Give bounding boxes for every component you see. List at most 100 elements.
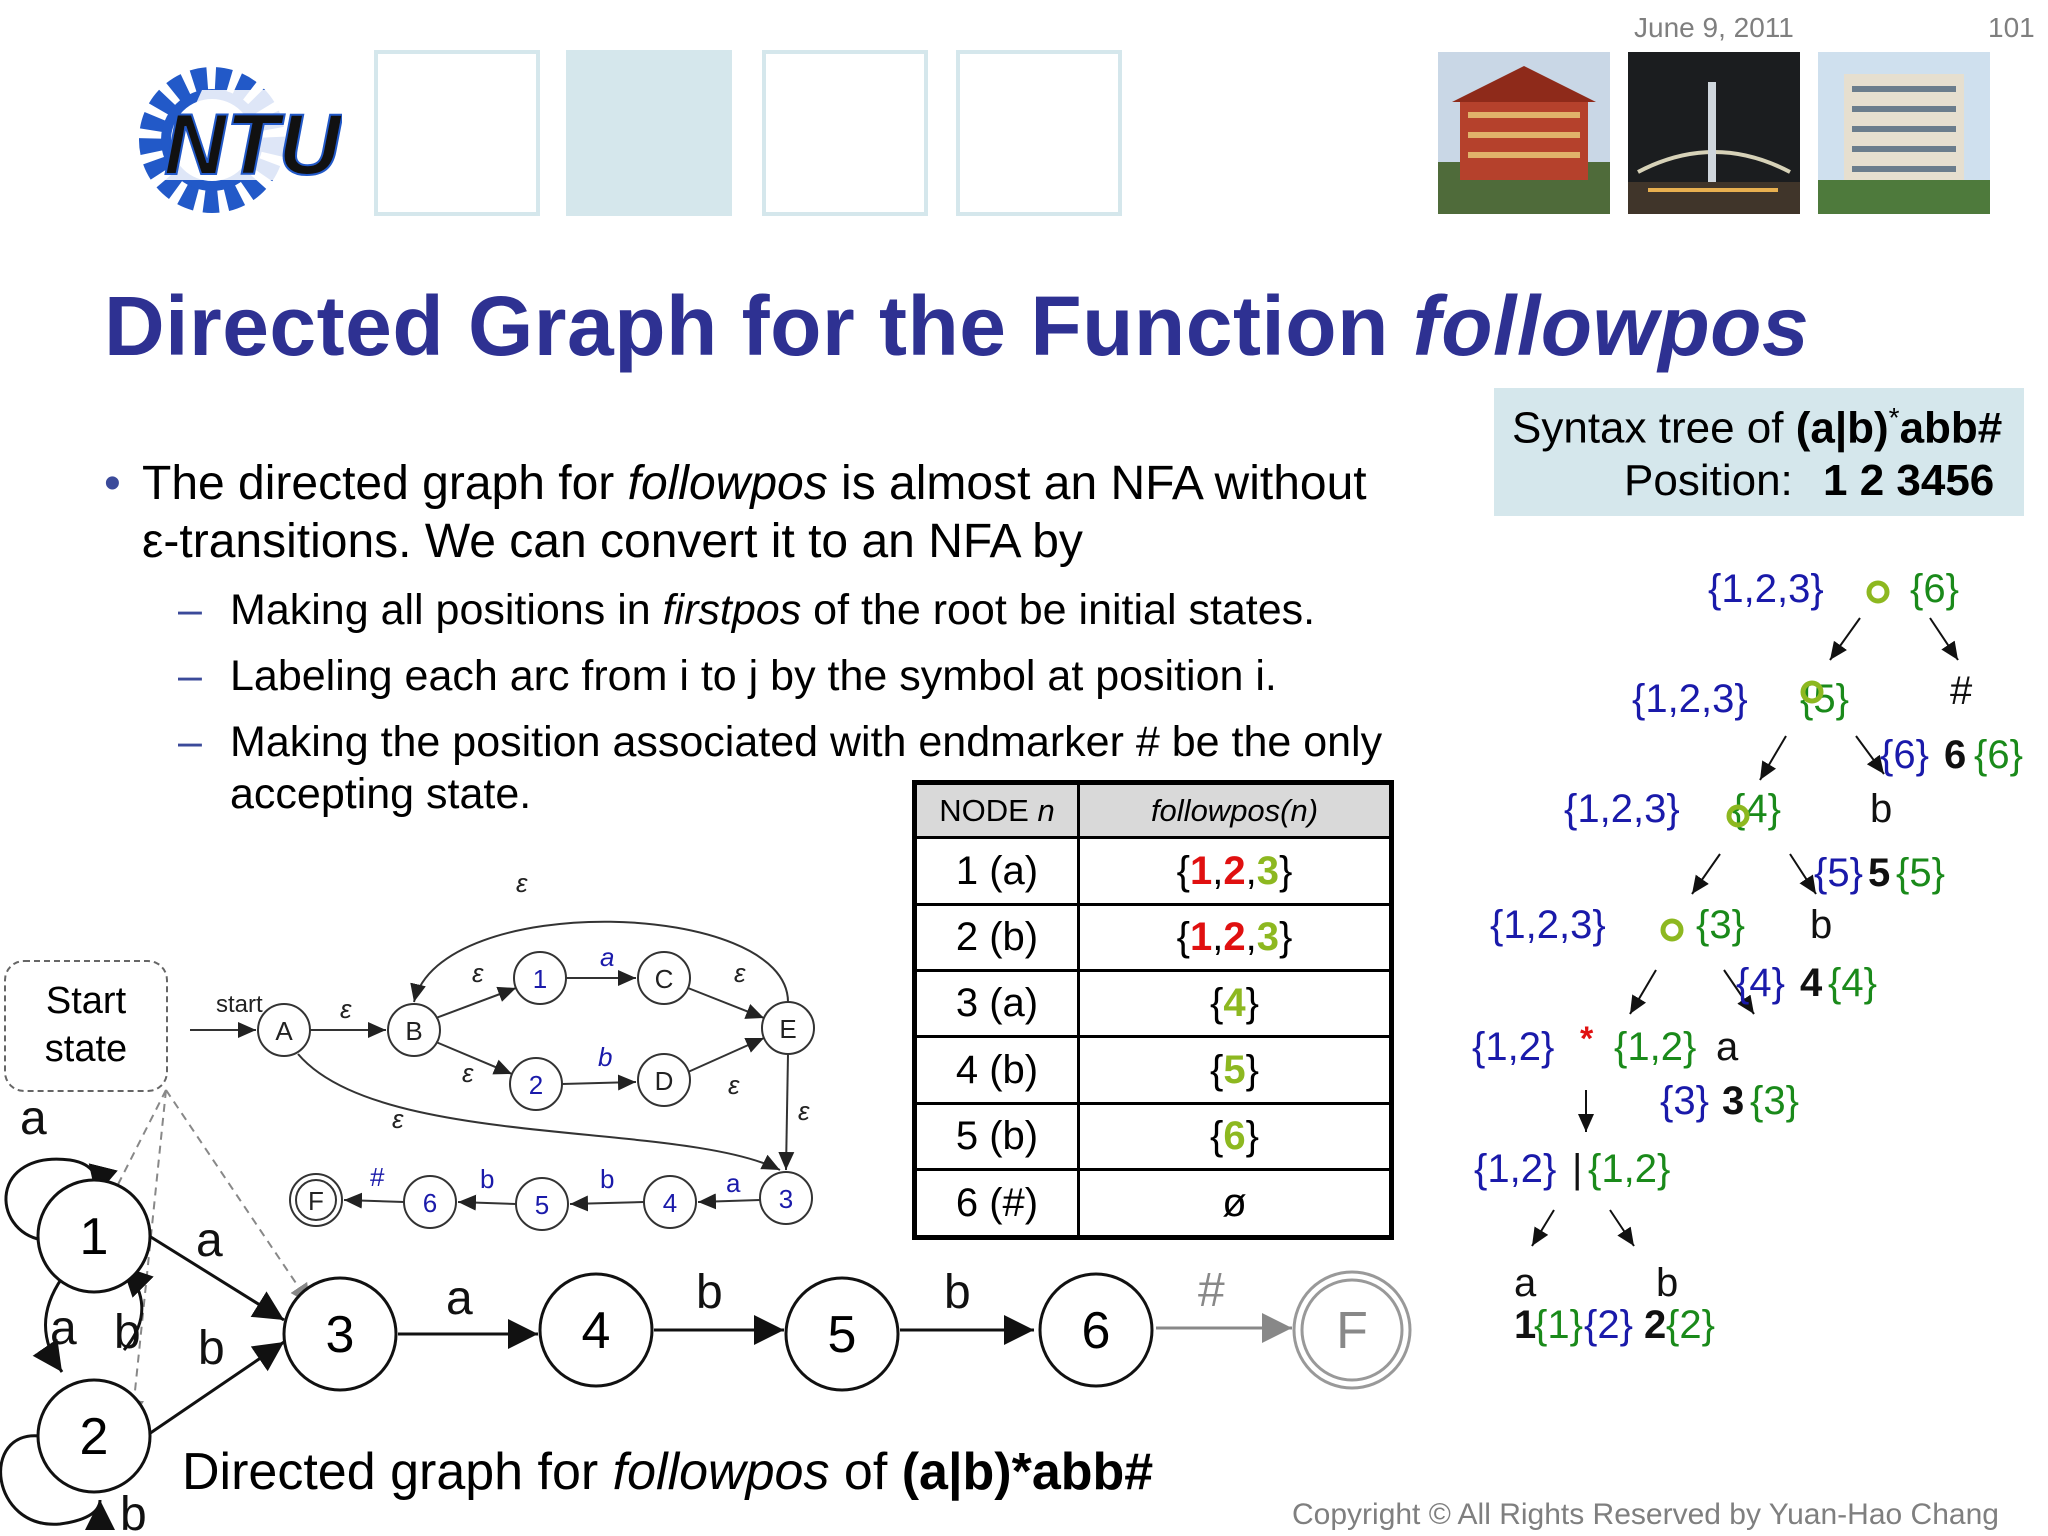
svg-text:b: b (114, 1306, 141, 1359)
svg-text:a: a (600, 942, 614, 972)
svg-text:{1,2}: {1,2} (1614, 1025, 1696, 1069)
svg-text:{3}: {3} (1750, 1079, 1799, 1123)
svg-text:{6}: {6} (1880, 733, 1929, 777)
svg-text:3: 3 (326, 1306, 355, 1364)
header-followpos: followpos(n) (1077, 780, 1393, 840)
nfa-state-B: B (387, 1003, 441, 1057)
svg-text:D: D (655, 1066, 674, 1096)
svg-text:#: # (1950, 669, 1973, 713)
svg-text:ε: ε (798, 1096, 810, 1126)
svg-text:{6}: {6} (1974, 733, 2023, 777)
svg-text:A: A (275, 1016, 293, 1046)
header-node: NODE n (913, 780, 1080, 840)
svg-text:{1,2}: {1,2} (1474, 1147, 1556, 1191)
svg-text:start: start (216, 991, 263, 1018)
sub-dash-2: – (178, 652, 202, 700)
start-state-callout: Start state (4, 960, 168, 1092)
table-row: 2 (b) {1,2,3} (913, 902, 1393, 973)
svg-text:ε: ε (392, 1104, 404, 1134)
svg-text:6: 6 (1944, 733, 1966, 777)
svg-text:6: 6 (1082, 1302, 1111, 1360)
graph-node-1: 1 (36, 1178, 152, 1294)
svg-text:b: b (198, 1322, 225, 1375)
svg-text:{1,2,3}: {1,2,3} (1564, 787, 1680, 831)
svg-text:b: b (944, 1266, 971, 1319)
followpos-cell: {5} (1077, 1035, 1393, 1105)
svg-text:b: b (1656, 1261, 1678, 1305)
svg-text:5: 5 (1868, 851, 1890, 895)
svg-text:2: 2 (80, 1408, 109, 1466)
svg-text:{1,2,3}: {1,2,3} (1708, 567, 1824, 611)
followpos-table: NODE n followpos(n) 1 (a) {1,2,3} 2 (b) … (912, 780, 1394, 1240)
nfa-state-E: E (761, 1001, 815, 1055)
svg-text:{2}: {2} (1584, 1303, 1633, 1347)
svg-text:3: 3 (779, 1184, 793, 1214)
nfa-state-5: 5 (515, 1177, 569, 1231)
svg-text:|: | (1572, 1147, 1582, 1191)
svg-text:{5}: {5} (1896, 851, 1945, 895)
deco-square-1 (374, 50, 540, 216)
svg-text:{4}: {4} (1736, 961, 1785, 1005)
svg-text:1: 1 (533, 964, 547, 994)
svg-text:{5}: {5} (1814, 851, 1863, 895)
svg-text:#: # (370, 1162, 385, 1192)
svg-text:b: b (696, 1266, 723, 1319)
graph-node-3: 3 (282, 1276, 398, 1392)
svg-text:{1,2}: {1,2} (1472, 1025, 1554, 1069)
graph-node-4: 4 (538, 1272, 654, 1388)
svg-text:1: 1 (80, 1208, 109, 1266)
graph-node-6: 6 (1038, 1272, 1154, 1388)
nfa-state-3: 3 (759, 1171, 813, 1225)
graph-node-F: F (1292, 1270, 1412, 1390)
university-logo: NTUT (112, 50, 401, 220)
followpos-cell: {6} (1077, 1101, 1393, 1172)
svg-text:1: 1 (1514, 1303, 1536, 1347)
svg-text:4: 4 (663, 1188, 677, 1218)
sub-bullet-3-line1: Making the position associated with endm… (230, 718, 1383, 766)
svg-text:b: b (1870, 787, 1892, 831)
followpos-cell: {1,2,3} (1077, 902, 1393, 973)
nfa-state-4: 4 (643, 1175, 697, 1229)
sub-bullet-1: Making all positions in firstpos of the … (230, 586, 1316, 634)
svg-text:6: 6 (423, 1188, 437, 1218)
svg-text:a: a (446, 1272, 473, 1325)
svg-text:4: 4 (1800, 961, 1823, 1005)
followpos-cell: ø (1077, 1168, 1393, 1239)
sub-bullet-3-line2: accepting state. (230, 770, 532, 818)
svg-text:4: 4 (582, 1302, 611, 1360)
thompson-nfa-diagram: A B 1 2 C D E 3 4 5 6 F s (190, 870, 815, 1231)
nfa-state-F: F (289, 1173, 343, 1227)
svg-text:#: # (1198, 1264, 1225, 1317)
svg-text:a: a (1514, 1261, 1537, 1305)
deco-square-3 (762, 50, 928, 216)
sub-dash-3: – (178, 718, 202, 766)
svg-text:{2}: {2} (1666, 1303, 1715, 1347)
table-header-row: NODE n followpos(n) (913, 780, 1393, 840)
svg-text:F: F (308, 1186, 324, 1216)
node-cell: 4 (b) (913, 1035, 1080, 1105)
svg-text:b: b (1810, 903, 1832, 947)
svg-text:{1,2,3}: {1,2,3} (1632, 677, 1748, 721)
svg-text:5: 5 (828, 1306, 857, 1364)
svg-text:b: b (598, 1042, 612, 1072)
photo-campus-building (1818, 52, 1990, 214)
slide-number: 101 (1988, 12, 2035, 43)
svg-text:ε: ε (472, 958, 484, 988)
svg-text:{4}: {4} (1828, 961, 1877, 1005)
position-line: Position: 1 2 3456 (1624, 456, 1995, 505)
nfa-state-6: 6 (403, 1175, 457, 1229)
node-cell: 3 (a) (913, 969, 1080, 1039)
svg-text:ε: ε (462, 1058, 474, 1088)
svg-text:ε: ε (728, 1070, 740, 1100)
svg-text:a: a (196, 1214, 223, 1267)
syntax-tree-annotated: {1,2,3} {6} {1,2,3} {5} # {6} 6 {6} {1,2… (1472, 567, 2023, 1347)
svg-text:a: a (1716, 1025, 1739, 1069)
node-cell: 1 (a) (913, 836, 1080, 906)
svg-text:ε: ε (734, 958, 746, 988)
svg-text:b: b (120, 1488, 147, 1536)
nfa-state-1: 1 (513, 951, 567, 1005)
svg-text:2: 2 (1644, 1303, 1666, 1347)
table-row: 3 (a) {4} (913, 969, 1393, 1039)
svg-text:{3}: {3} (1660, 1079, 1709, 1123)
followpos-directed-graph: 1 2 3 4 5 6 F a a a b b a b b # b (0, 1089, 1412, 1536)
